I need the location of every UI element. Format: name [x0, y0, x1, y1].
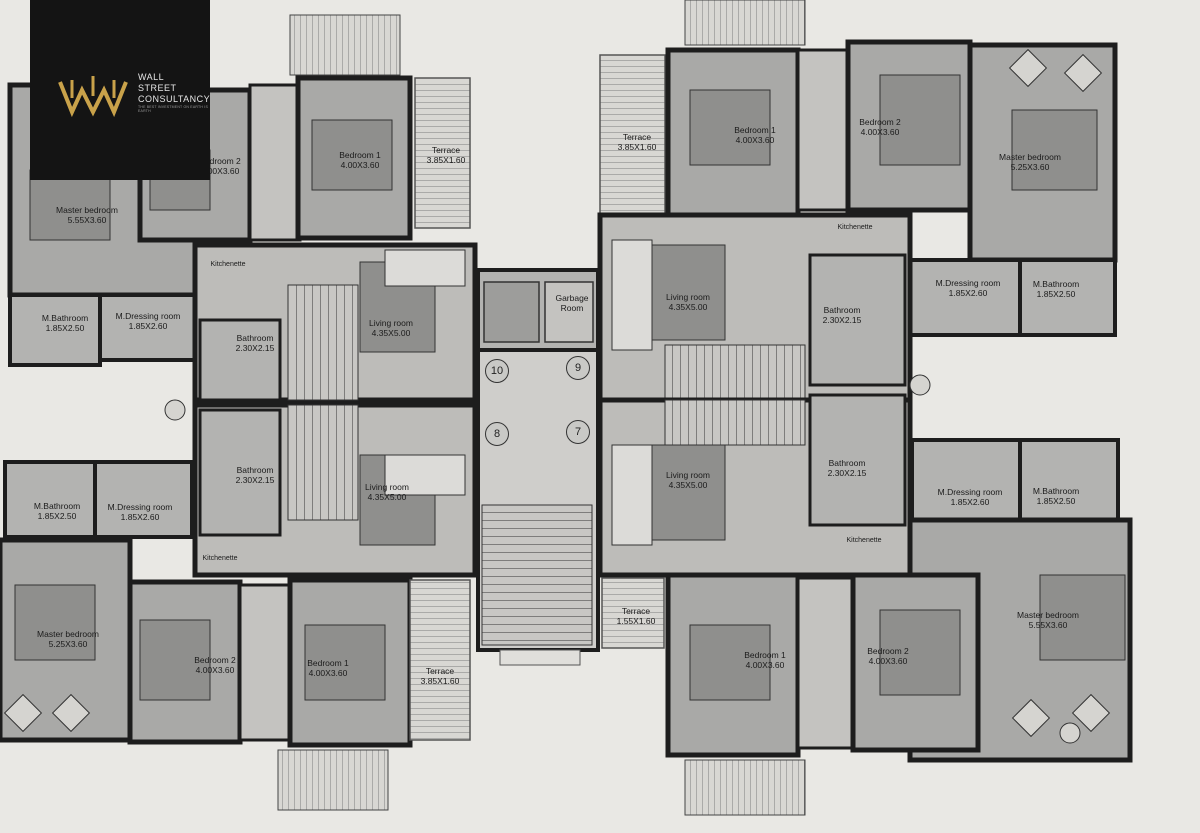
- unit-lower-right: [597, 393, 1133, 816]
- ul-stair: [287, 284, 359, 401]
- unit-upper-right: [597, 0, 1118, 403]
- ll-terrace: [409, 579, 471, 741]
- ul-closets: [248, 83, 302, 242]
- lr-mdress-room: [910, 438, 1022, 522]
- room-label: Kitchenette: [837, 224, 873, 231]
- furniture: [3, 48, 1111, 744]
- ul-bathroom-room: [198, 318, 282, 402]
- ur-terrace: [599, 54, 666, 216]
- stair-number: 9: [566, 356, 590, 380]
- logo-mark-icon: [58, 76, 128, 118]
- wall-street-consultancy-logo: WALL STREET CONSULTANCY THE BEST INVESTM…: [30, 0, 210, 180]
- core: [476, 268, 600, 666]
- ul-mbath-room: [8, 293, 102, 367]
- stair-number: 10: [485, 359, 509, 383]
- ul-balcony-top: [289, 14, 401, 76]
- ur-closets: [796, 48, 850, 212]
- ll-mdress-room: [93, 460, 194, 539]
- ll-mbath-room: [3, 460, 97, 539]
- lr-closets: [796, 576, 855, 750]
- ur-stair: [664, 344, 806, 401]
- room-label: Kitchenette: [846, 537, 882, 544]
- ur-balcony-top: [684, 0, 806, 46]
- stair-number: 8: [485, 422, 509, 446]
- logo-text-line1: WALL: [138, 72, 165, 82]
- lr-bathroom-room: [808, 393, 907, 527]
- logo-text-line3: CONSULTANCY: [138, 94, 211, 104]
- ll-balcony-bottom: [277, 749, 389, 811]
- logo-tagline: THE BEST INVESTMENT ON EARTH IS EARTH: [138, 105, 208, 113]
- lr-terrace: [601, 577, 665, 649]
- logo-text-line2: STREET: [138, 83, 177, 93]
- ll-bathroom-room: [198, 408, 282, 537]
- lr-balcony-bottom: [684, 759, 806, 816]
- ur-bathroom-room: [808, 253, 907, 387]
- ur-mbath-room: [1018, 258, 1117, 337]
- room-label: Kitchenette: [202, 555, 238, 562]
- ul-master-bed: [29, 169, 111, 241]
- core-stair: [481, 504, 593, 646]
- room-label: Kitchenette: [210, 261, 246, 268]
- lr-mbath-room: [1018, 438, 1120, 522]
- unit-lower-left: [0, 402, 478, 811]
- ll-stair: [287, 404, 359, 521]
- ll-closets: [238, 583, 292, 742]
- lr-stair: [664, 399, 806, 446]
- ul-terrace: [414, 77, 471, 229]
- ur-mdress-room: [908, 258, 1022, 337]
- stair-number: 7: [566, 420, 590, 444]
